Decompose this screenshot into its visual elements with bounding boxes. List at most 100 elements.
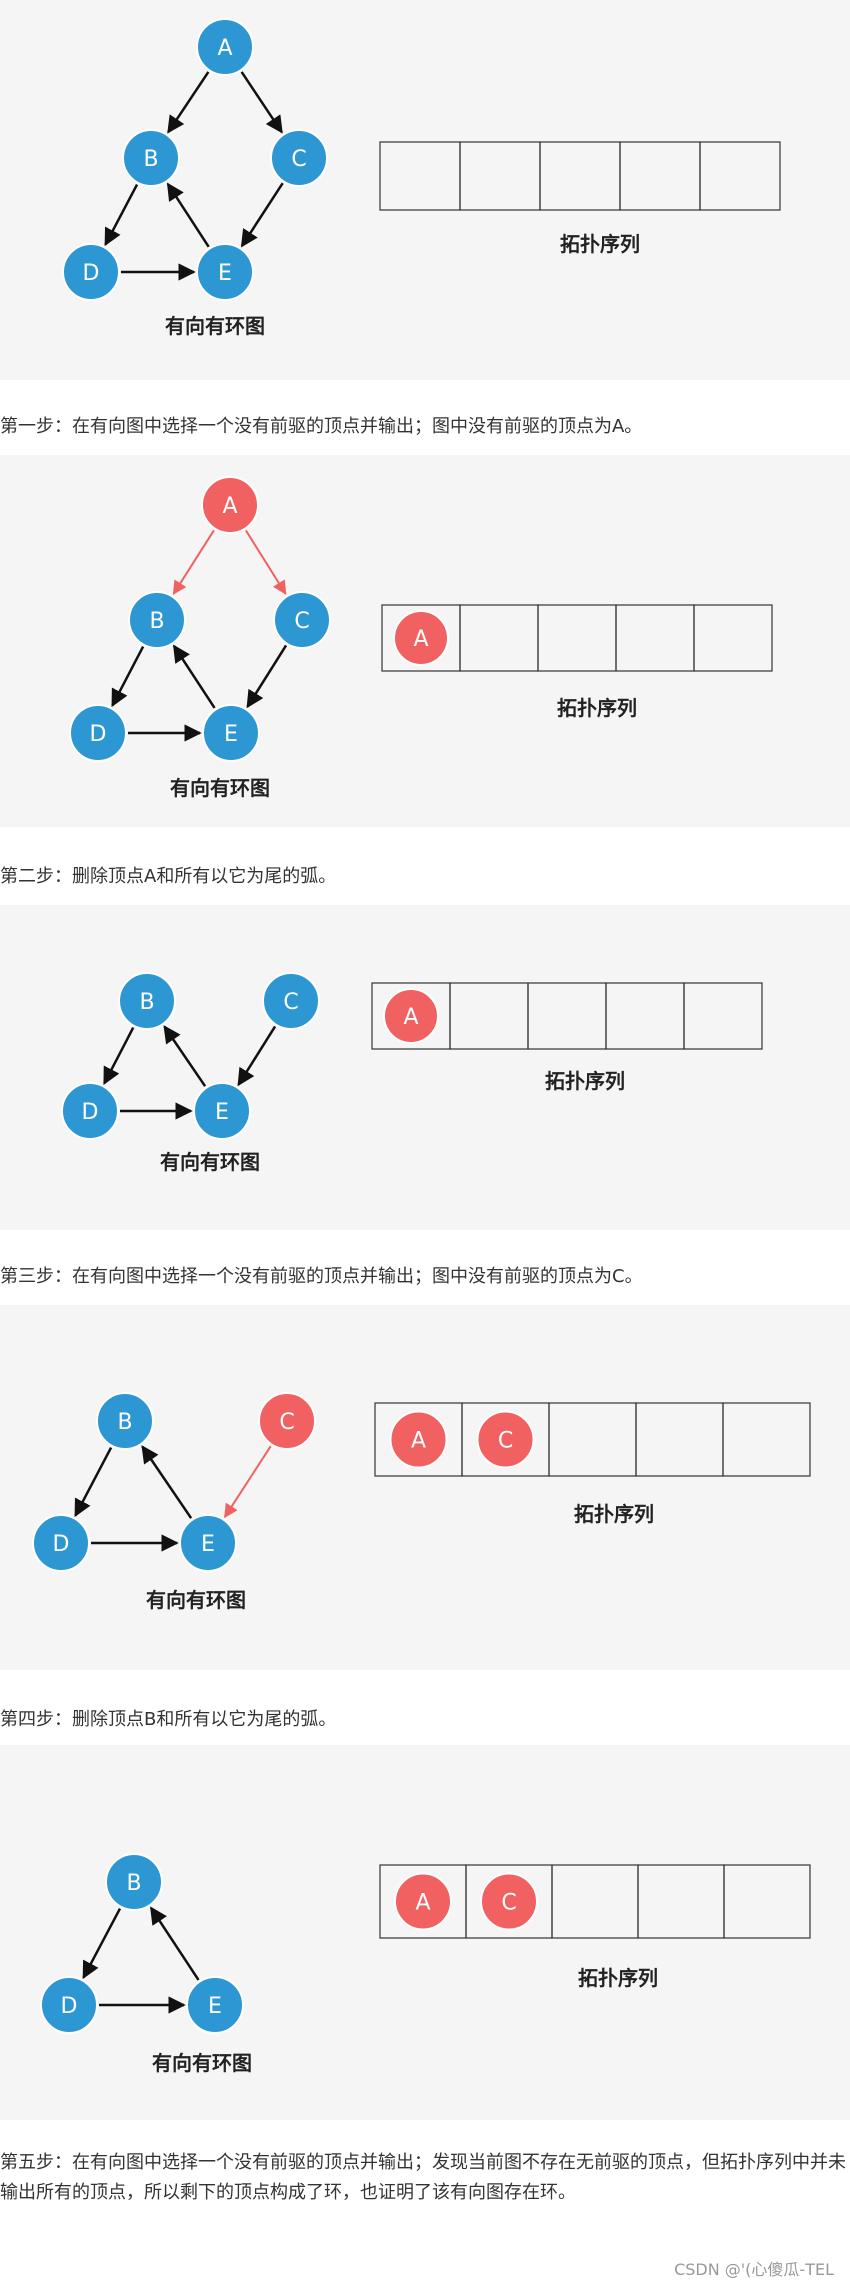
step-panel: B C D E A C 有向有环图 拓扑序列 xyxy=(0,1305,850,1670)
sequence-cell xyxy=(637,1864,725,1939)
node-label: A xyxy=(222,494,237,519)
sequence-cell xyxy=(699,141,781,211)
node-e: E xyxy=(193,1082,251,1140)
sequence-node-label: A xyxy=(411,1429,426,1454)
node-e: E xyxy=(202,704,260,762)
step-3-text: 第三步：在有向图中选择一个没有前驱的顶点并输出；图中没有前驱的顶点为C。 xyxy=(0,1266,643,1287)
node-label: C xyxy=(283,990,298,1015)
node-label: C xyxy=(279,1410,294,1435)
sequence-caption: 拓扑序列 xyxy=(578,1966,658,1990)
node-b: B xyxy=(105,1853,163,1911)
sequence-cell xyxy=(635,1402,724,1477)
node-label: E xyxy=(215,1100,229,1125)
edge-b-d xyxy=(82,1907,122,1980)
node-b: B xyxy=(118,972,176,1030)
sequence-cell xyxy=(619,141,701,211)
node-label: B xyxy=(143,147,158,172)
node-label: E xyxy=(218,261,232,286)
sequence-cell xyxy=(693,604,773,672)
node-b: B xyxy=(122,129,180,187)
edge-b-d xyxy=(104,183,139,247)
sequence-cell xyxy=(548,1402,637,1477)
node-label: D xyxy=(53,1532,70,1557)
edge-a-b xyxy=(172,529,215,596)
node-label: C xyxy=(291,147,306,172)
diagram-caption: 有向有环图 xyxy=(165,314,265,338)
step-panel: A B C D E 有向有环图 拓扑序列 xyxy=(0,0,850,380)
edge-c-e xyxy=(237,1025,277,1087)
node-label: D xyxy=(82,1100,99,1125)
node-label: E xyxy=(208,1994,222,2019)
sequence-cell xyxy=(449,982,529,1050)
step-4-text: 第四步：删除顶点B和所有以它为尾的弧。 xyxy=(0,1709,337,1730)
edge-a-c xyxy=(245,529,287,595)
node-label: C xyxy=(294,609,309,634)
graph-svg: A B C D E A 有向有环图 拓扑序列 xyxy=(69,476,773,800)
sequence-node-a: A xyxy=(393,610,449,666)
sequence-caption: 拓扑序列 xyxy=(574,1502,654,1526)
edge-b-d xyxy=(111,646,145,708)
node-d: D xyxy=(69,704,127,762)
sequence-cell xyxy=(459,141,541,211)
node-b: B xyxy=(128,591,186,649)
step-5-text: 第五步：在有向图中选择一个没有前驱的顶点并输出；发现当前图不存在无前驱的顶点，但… xyxy=(0,2152,846,2203)
node-d: D xyxy=(40,1976,98,2034)
edge-a-b xyxy=(167,71,210,134)
edge-c-e xyxy=(224,1445,272,1519)
step-panel: B C D E A 有向有环图 拓扑序列 xyxy=(0,905,850,1230)
node-d: D xyxy=(61,1082,119,1140)
diagram-caption: 有向有环图 xyxy=(146,1588,246,1612)
sequence-cell xyxy=(379,141,461,211)
node-c: C xyxy=(270,129,328,187)
node-label: B xyxy=(149,609,164,634)
edge-e-b xyxy=(150,1906,200,1981)
edge-a-c xyxy=(240,71,283,134)
node-label: B xyxy=(117,1410,132,1435)
node-a: A xyxy=(201,476,259,534)
sequence-node-label: A xyxy=(403,1005,418,1030)
sequence-node-label: A xyxy=(413,627,428,652)
node-d: D xyxy=(32,1514,90,1572)
sequence-node-label: A xyxy=(415,1891,430,1916)
edge-c-e xyxy=(240,182,284,248)
node-c: C xyxy=(262,972,320,1030)
edge-e-b xyxy=(141,1445,193,1519)
sequence-caption: 拓扑序列 xyxy=(545,1069,625,1093)
sequence-caption: 拓扑序列 xyxy=(557,696,637,720)
node-label: A xyxy=(217,36,232,61)
sequence-cell xyxy=(539,141,621,211)
sequence-node-c: C xyxy=(480,1872,538,1931)
sequence-node-a: A xyxy=(389,1410,448,1469)
sequence-node-a: A xyxy=(383,988,439,1044)
sequence-cell xyxy=(723,1864,811,1939)
csdn-watermark: CSDN @'(心傻瓜-TEL xyxy=(674,2260,834,2279)
sequence-caption: 拓扑序列 xyxy=(560,232,640,256)
step-panel: A B C D E A 有向有环图 拓扑序列 xyxy=(0,455,850,827)
node-label: B xyxy=(126,1871,141,1896)
edge-e-b xyxy=(166,182,210,248)
node-e: E xyxy=(196,243,254,301)
sequence-cell xyxy=(683,982,763,1050)
sequence-node-label: C xyxy=(498,1429,513,1454)
sequence-node-c: C xyxy=(476,1410,535,1469)
node-label: B xyxy=(139,990,154,1015)
sequence-node-label: C xyxy=(501,1891,516,1916)
node-label: E xyxy=(224,722,238,747)
node-e: E xyxy=(186,1976,244,2034)
sequence-cell xyxy=(615,604,695,672)
node-label: D xyxy=(61,1994,78,2019)
diagram-caption: 有向有环图 xyxy=(170,776,270,800)
node-a: A xyxy=(196,18,254,76)
node-label: E xyxy=(201,1532,215,1557)
sequence-cell xyxy=(459,604,539,672)
sequence-cell xyxy=(722,1402,811,1477)
edge-b-d xyxy=(103,1027,135,1086)
step-2-text: 第二步：删除顶点A和所有以它为尾的弧。 xyxy=(0,866,337,887)
sequence-node-a: A xyxy=(394,1872,452,1931)
diagram-caption: 有向有环图 xyxy=(160,1150,260,1174)
sequence-cell xyxy=(527,982,607,1050)
node-d: D xyxy=(62,243,120,301)
edge-e-b xyxy=(172,644,216,709)
graph-svg: A B C D E 有向有环图 拓扑序列 xyxy=(62,18,781,338)
graph-svg: B C D E A C 有向有环图 拓扑序列 xyxy=(32,1392,811,1612)
